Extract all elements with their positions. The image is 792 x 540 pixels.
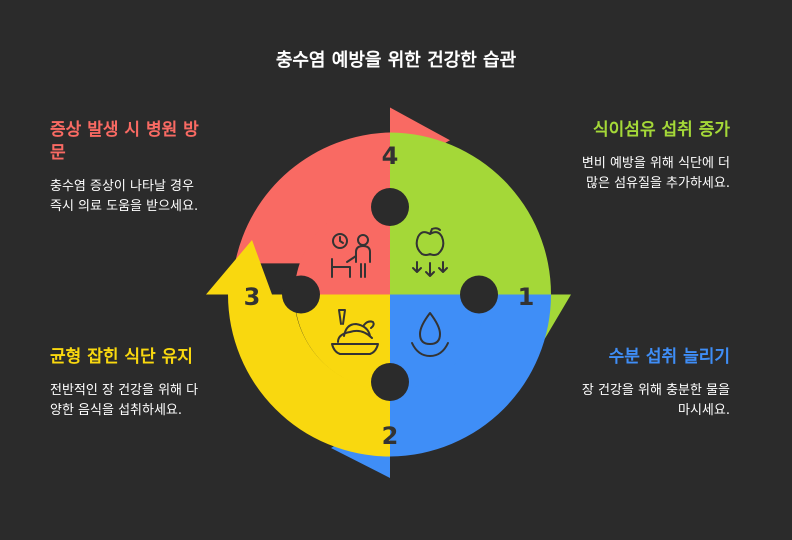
apple-icon bbox=[412, 227, 448, 277]
step-number-3: 3 bbox=[244, 283, 261, 311]
step-3-description: 전반적인 장 건강을 위해 다양한 음식을 섭취하세요. bbox=[50, 383, 199, 418]
step-4-description: 충수염 증상이 나타날 경우 즉시 의료 도움을 받으세요. bbox=[50, 179, 199, 214]
quadrant-step-1 bbox=[390, 199, 486, 295]
step-2-title: 수분 섭취 늘리기 bbox=[608, 347, 730, 367]
step-1-block: 식이섬유 섭취 증가 변비 예방을 위해 식단에 더 많은 섬유질을 추가하세요… bbox=[580, 119, 730, 194]
step-3-block: 균형 잡힌 식단 유지 전반적인 장 건강을 위해 다양한 음식을 섭취하세요. bbox=[50, 346, 200, 421]
step-number-2: 2 bbox=[382, 422, 399, 450]
quadrant-step-3 bbox=[294, 294, 390, 390]
water-drop-icon bbox=[411, 312, 449, 357]
step-number-1: 1 bbox=[518, 283, 535, 311]
arc-step-3 bbox=[206, 240, 390, 457]
step-1-description: 변비 예방을 위해 식단에 더 많은 섬유질을 추가하세요. bbox=[581, 156, 730, 191]
step-2-block: 수분 섭취 늘리기 장 건강을 위해 충분한 물을 마시세요. bbox=[580, 346, 730, 421]
step-3-title: 균형 잡힌 식단 유지 bbox=[50, 347, 193, 367]
step-2-description: 장 건강을 위해 충분한 물을 마시세요. bbox=[581, 383, 730, 418]
step-number-4: 4 bbox=[382, 142, 399, 170]
roast-chicken-icon bbox=[331, 309, 379, 355]
step-1-title: 식이섬유 섭취 증가 bbox=[593, 120, 730, 140]
step-4-title: 증상 발생 시 병원 방문 bbox=[50, 120, 199, 163]
diagram-title: 충수염 예방을 위한 건강한 습관 bbox=[275, 50, 517, 71]
waiting-patient-icon bbox=[331, 233, 371, 278]
step-4-block: 증상 발생 시 병원 방문 충수염 증상이 나타날 경우 즉시 의료 도움을 받… bbox=[50, 119, 200, 217]
